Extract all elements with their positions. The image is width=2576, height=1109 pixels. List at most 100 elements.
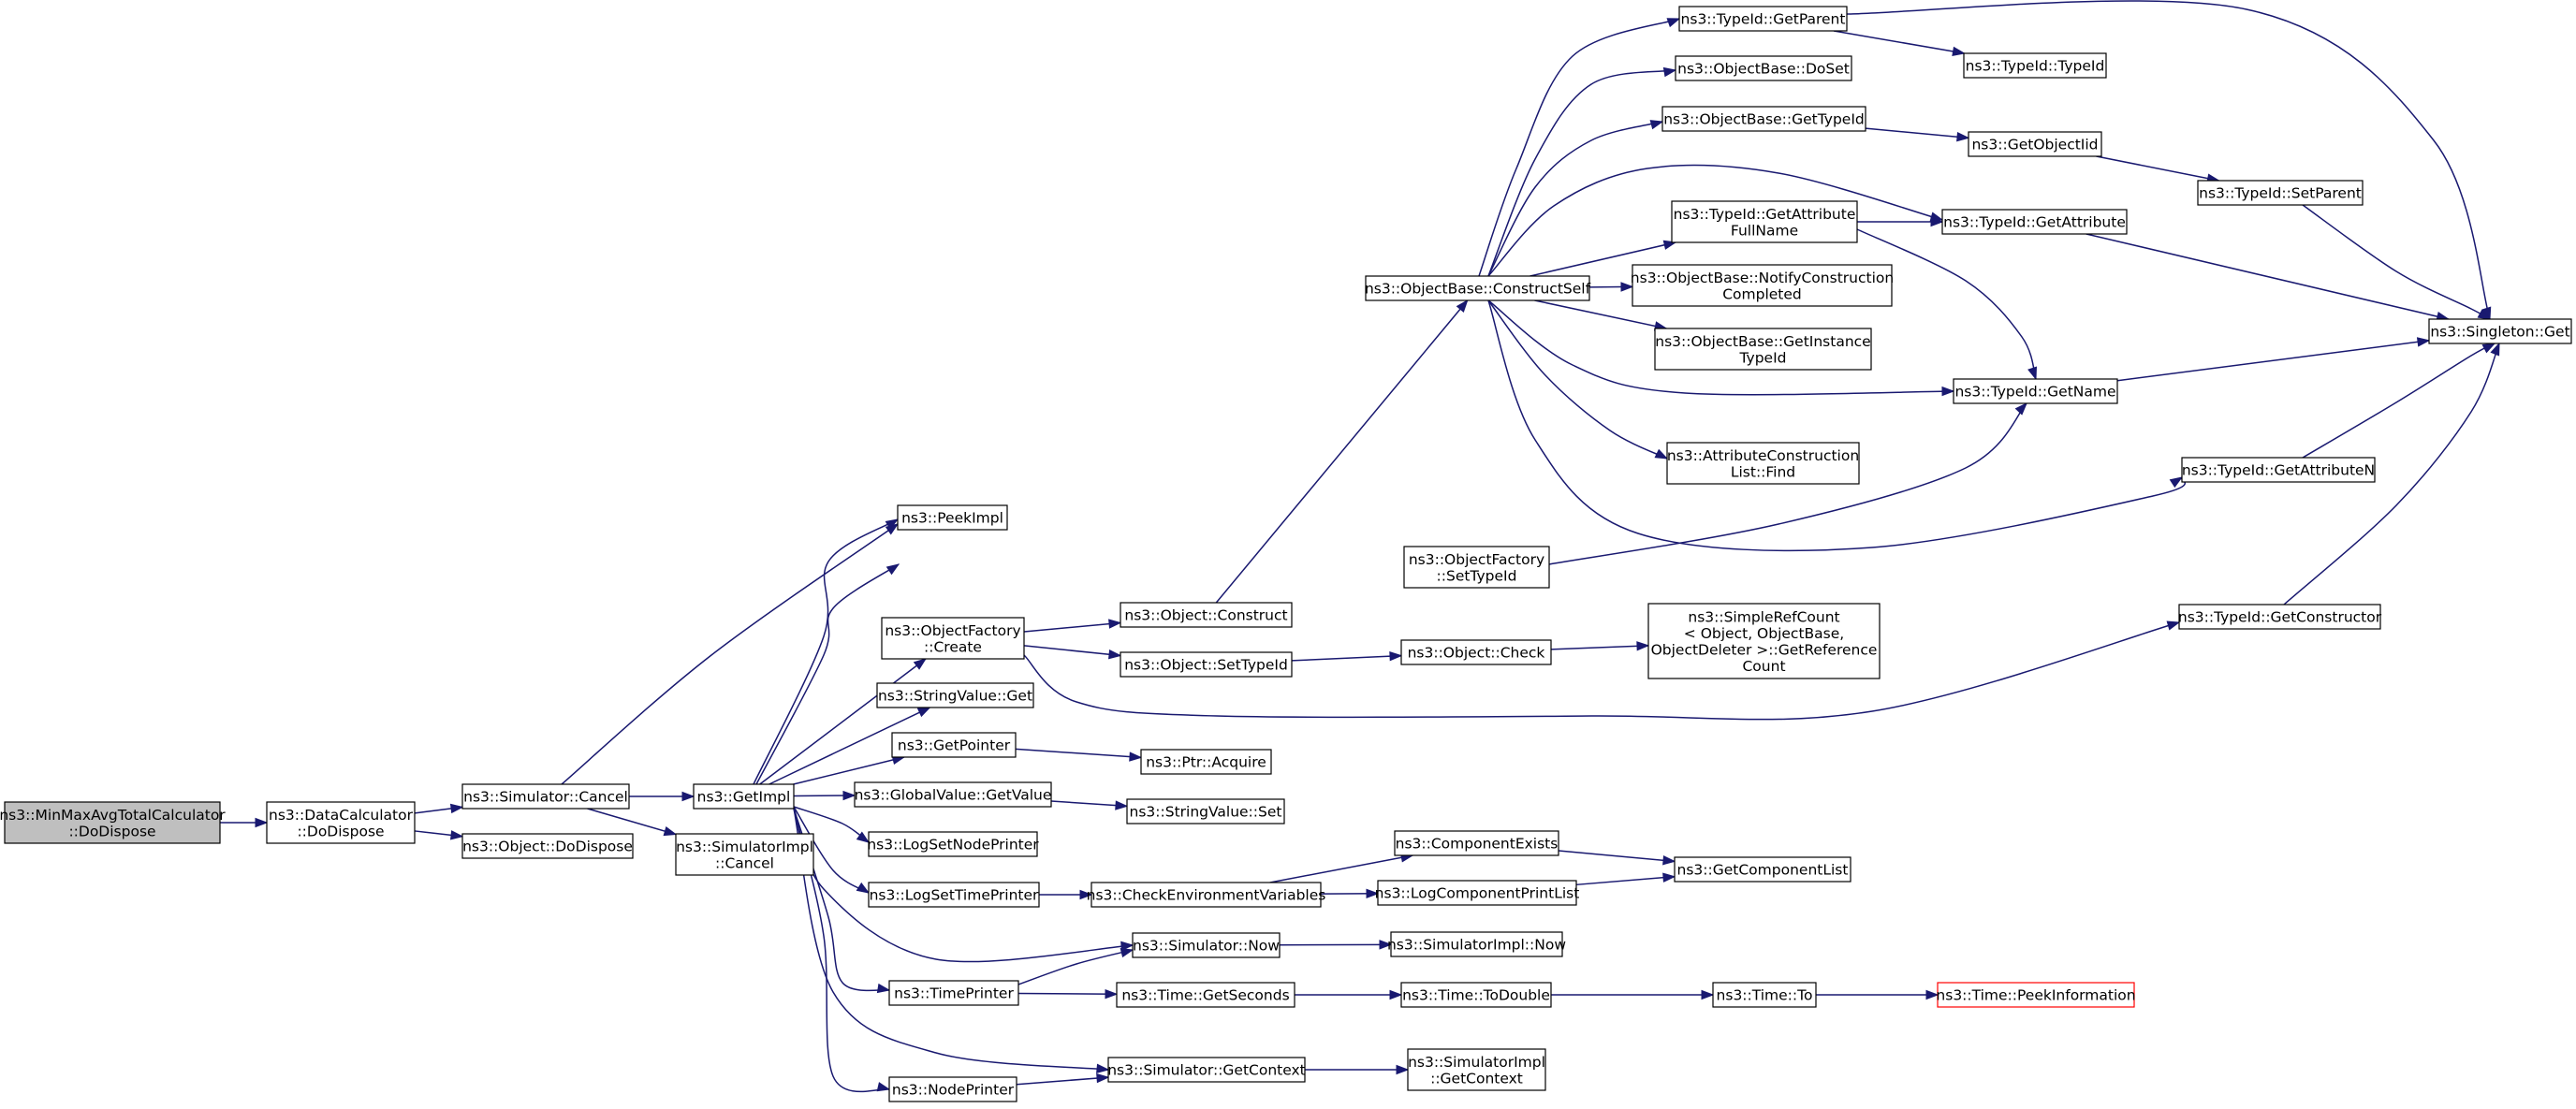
node-obj-dodispose[interactable]: ns3::Object::DoDispose bbox=[461, 833, 634, 859]
node-box bbox=[1400, 982, 1552, 1008]
node-simimpl-cancel[interactable]: ns3::SimulatorImpl::Cancel bbox=[675, 833, 814, 876]
node-getobjectiid[interactable]: ns3::GetObjectIid bbox=[1968, 131, 2102, 157]
edge-line bbox=[1530, 241, 1676, 277]
node-singleton-get[interactable]: ns3::Singleton::Get bbox=[2428, 318, 2572, 344]
node-getcomponentlist[interactable]: ns3::GetComponentList bbox=[1674, 856, 1852, 883]
node-typeid-getattributen[interactable]: ns3::TypeId::GetAttributeN bbox=[2181, 457, 2376, 483]
edge-line bbox=[1558, 850, 1676, 863]
node-label: Count bbox=[1742, 658, 1785, 675]
node-simulatorimpl-now[interactable]: ns3::SimulatorImpl::Now bbox=[1387, 931, 1566, 957]
node-getimpl[interactable]: ns3::GetImpl bbox=[693, 783, 795, 810]
arrowhead bbox=[913, 658, 928, 670]
arrowhead bbox=[885, 518, 900, 530]
nodes-layer: ns3::MinMaxAvgTotalCalculator::DoDispose… bbox=[0, 6, 2572, 1102]
node-objectbase-constructself[interactable]: ns3::ObjectBase::ConstructSelf bbox=[1365, 275, 1591, 301]
edge-line bbox=[2302, 204, 2491, 320]
edge-line bbox=[1846, 0, 2491, 320]
arrowhead bbox=[681, 791, 695, 802]
node-dc-dodispose[interactable]: ns3::DataCalculator::DoDispose bbox=[266, 801, 416, 844]
edge-object_construct-to-objectbase_constructself bbox=[1215, 299, 1469, 604]
node-label: ::Cancel bbox=[715, 854, 774, 871]
node-checkenv[interactable]: ns3::CheckEnvironmentVariables bbox=[1087, 882, 1326, 908]
edge-simulator_getcontext-to-simulatorimpl_getcontext bbox=[1305, 1064, 1410, 1075]
node-label: ns3::ObjectFactory bbox=[1409, 551, 1544, 568]
edge-line bbox=[1487, 121, 1663, 277]
node-stringvalue-get[interactable]: ns3::StringValue::Get bbox=[876, 682, 1034, 708]
arrowhead bbox=[856, 882, 871, 894]
node-label: ns3::TypeId::GetAttributeN bbox=[2182, 462, 2375, 479]
node-box bbox=[1678, 6, 1848, 32]
node-objectbase-doset[interactable]: ns3::ObjectBase::DoSet bbox=[1675, 55, 1852, 81]
arrowhead bbox=[2416, 337, 2431, 347]
edge-line bbox=[1215, 299, 1469, 604]
edge-objfactory_create-to-typeid_getconstructor bbox=[1023, 620, 2181, 721]
edge-getimpl-to-getpointer bbox=[793, 754, 906, 785]
node-sim-cancel[interactable]: ns3::Simulator::Cancel bbox=[461, 783, 630, 810]
node-object-construct[interactable]: ns3::Object::Construct bbox=[1120, 602, 1293, 628]
node-simulator-getcontext[interactable]: ns3::Simulator::GetContext bbox=[1107, 1057, 1306, 1083]
node-simulator-now[interactable]: ns3::Simulator::Now bbox=[1132, 932, 1281, 958]
arrowhead bbox=[2027, 366, 2038, 381]
node-nodeprinter[interactable]: ns3::NodePrinter bbox=[888, 1076, 1017, 1102]
node-componentexists[interactable]: ns3::ComponentExists bbox=[1394, 830, 1559, 856]
node-typeid-setparent[interactable]: ns3::TypeId::SetParent bbox=[2197, 180, 2364, 206]
node-time-todouble[interactable]: ns3::Time::ToDouble bbox=[1400, 982, 1552, 1008]
node-time-getseconds[interactable]: ns3::Time::GetSeconds bbox=[1116, 982, 1295, 1008]
node-box bbox=[1632, 264, 1893, 307]
node-simplerefcount[interactable]: ns3::SimpleRefCount< Object, ObjectBase,… bbox=[1647, 603, 1881, 679]
node-label: ns3::MinMaxAvgTotalCalculator bbox=[0, 807, 226, 824]
node-typeid-typeid[interactable]: ns3::TypeId::TypeId bbox=[1963, 52, 2107, 79]
edge-object_check-to-simplerefcount bbox=[1550, 641, 1650, 651]
edge-line bbox=[1016, 1076, 1109, 1086]
node-label: ns3::StringValue::Set bbox=[1130, 804, 1282, 821]
edge-checkenv-to-logcomponentprintlist bbox=[1320, 888, 1380, 899]
edge-logsettimeprinter-to-checkenv bbox=[1039, 889, 1093, 900]
node-ptr-acquire[interactable]: ns3::Ptr::Acquire bbox=[1140, 749, 1272, 775]
node-stringvalue-set[interactable]: ns3::StringValue::Set bbox=[1126, 798, 1285, 824]
edge-simulator_now-to-simulatorimpl_now bbox=[1279, 940, 1393, 950]
node-box bbox=[1968, 131, 2102, 157]
node-box bbox=[1963, 52, 2107, 79]
edge-line bbox=[1487, 69, 1676, 277]
arrowhead bbox=[1930, 216, 1944, 227]
edge-line bbox=[1548, 402, 2027, 565]
node-label: ns3::TypeId::GetParent bbox=[1681, 11, 1846, 28]
node-simulatorimpl-getcontext[interactable]: ns3::SimulatorImpl::GetContext bbox=[1407, 1048, 1546, 1091]
node-logcomponentprintlist[interactable]: ns3::LogComponentPrintList bbox=[1375, 880, 1580, 906]
node-objfactory-settypeid[interactable]: ns3::ObjectFactory::SetTypeId bbox=[1403, 546, 1550, 589]
node-logsettimeprinter[interactable]: ns3::LogSetTimePrinter bbox=[868, 882, 1040, 908]
node-typeid-getparent[interactable]: ns3::TypeId::GetParent bbox=[1678, 6, 1848, 32]
node-getpointer[interactable]: ns3::GetPointer bbox=[891, 732, 1017, 758]
arrowhead bbox=[1115, 800, 1129, 810]
edges-layer bbox=[220, 0, 2500, 1093]
arrowhead bbox=[1925, 989, 1939, 1000]
node-peekimpl[interactable]: ns3::PeekImpl bbox=[897, 504, 1008, 531]
arrowhead bbox=[1105, 988, 1119, 1000]
node-timeprinter[interactable]: ns3::TimePrinter bbox=[888, 980, 1019, 1006]
arrowhead bbox=[1108, 619, 1122, 629]
edge-sim_cancel-to-peekimpl bbox=[561, 523, 900, 785]
node-box bbox=[1937, 982, 2135, 1008]
node-typeid-getname[interactable]: ns3::TypeId::GetName bbox=[1953, 378, 2118, 404]
node-root[interactable]: ns3::MinMaxAvgTotalCalculator::DoDispose bbox=[0, 801, 226, 844]
node-label: ns3::GetImpl bbox=[697, 789, 791, 806]
node-globalvalue-getvalue[interactable]: ns3::GlobalValue::GetValue bbox=[854, 781, 1052, 808]
edge-getimpl-to-logsetnodeprinter bbox=[793, 806, 871, 843]
node-label: ns3::ObjectBase::NotifyConstruction bbox=[1631, 270, 1894, 286]
node-object-check[interactable]: ns3::Object::Check bbox=[1400, 639, 1552, 665]
node-time-peekinformation[interactable]: ns3::Time::PeekInformation bbox=[1936, 982, 2136, 1008]
node-objectbase-notifyconstructioncompleted[interactable]: ns3::ObjectBase::NotifyConstructionCompl… bbox=[1631, 264, 1894, 307]
node-typeid-getattribute[interactable]: ns3::TypeId::GetAttribute bbox=[1941, 209, 2128, 235]
node-objectbase-gettypeid[interactable]: ns3::ObjectBase::GetTypeId bbox=[1661, 106, 1866, 132]
node-typeid-getconstructor[interactable]: ns3::TypeId::GetConstructor bbox=[2178, 604, 2382, 630]
node-objfactory-create[interactable]: ns3::ObjectFactory::Create bbox=[881, 617, 1025, 660]
edge-line bbox=[2096, 155, 2219, 182]
node-time-to[interactable]: ns3::Time::To bbox=[1712, 982, 1817, 1008]
node-logsetnodeprinter[interactable]: ns3::LogSetNodePrinter bbox=[867, 831, 1039, 857]
node-object-settypeid[interactable]: ns3::Object::SetTypeId bbox=[1120, 651, 1293, 678]
node-box bbox=[1403, 546, 1550, 589]
